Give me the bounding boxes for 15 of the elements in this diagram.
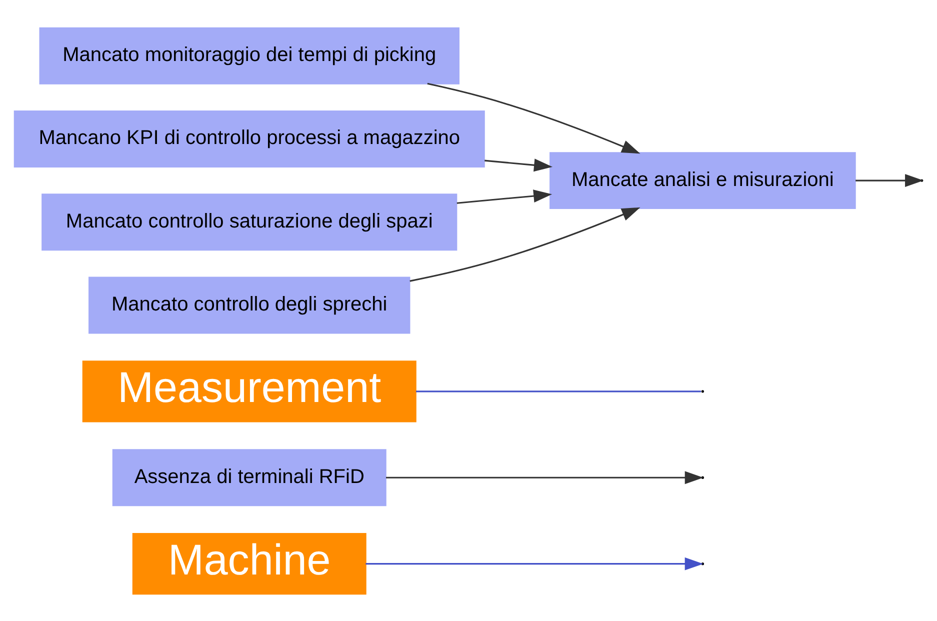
- node-box: Mancato controllo saturazione degli spazi: [42, 193, 458, 250]
- node-box: Mancato monitoraggio dei tempi di picking: [39, 26, 460, 84]
- arrow: [366, 556, 704, 570]
- connector: [416, 390, 702, 392]
- arrow: [427, 82, 640, 154]
- arrow: [456, 189, 552, 204]
- arrow: [410, 206, 640, 282]
- node-box: Measurement: [82, 360, 416, 422]
- arrow: [386, 470, 704, 484]
- node-box: Machine: [132, 532, 366, 594]
- node-box: Mancato controllo degli sprechi: [88, 276, 410, 334]
- node-box: Mancate analisi e misurazioni: [550, 152, 856, 209]
- arrow: [484, 158, 553, 172]
- node-box: Assenza di terminali RFiD: [112, 448, 386, 506]
- node-box: Mancano KPI di controllo processi a magazzino: [14, 110, 485, 167]
